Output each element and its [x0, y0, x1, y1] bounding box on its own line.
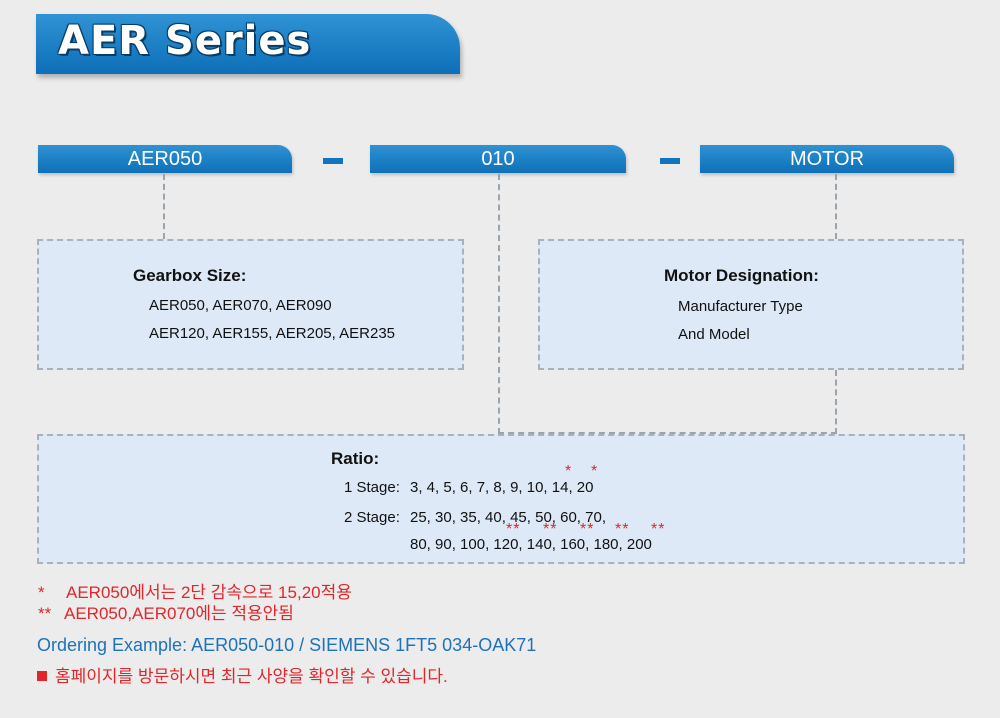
double-star-mark: **: [543, 521, 558, 538]
note-double-star-text: AER050,AER070에는 적용안됨: [64, 604, 294, 623]
gearbox-size-line-1: AER050, AER070, AER090: [149, 297, 332, 314]
motor-designation-box: [538, 239, 964, 370]
ratio-box: [37, 434, 965, 564]
homepage-note-text: 홈페이지를 방문하시면 최근 사양을 확인할 수 있습니다.: [55, 667, 448, 686]
gearbox-size-line-2: AER120, AER155, AER205, AER235: [149, 325, 395, 342]
double-star-mark: **: [506, 521, 521, 538]
size-code-tab: AER050: [38, 145, 292, 173]
code-separator-dash: [660, 158, 680, 164]
gearbox-size-box: [37, 239, 464, 370]
red-square-bullet-icon: [37, 671, 47, 681]
ratio-heading: Ratio:: [331, 449, 380, 468]
note-single-star-text: AER050에서는 2단 감속으로 15,20적용: [66, 583, 352, 602]
note-single-star: * AER050에서는 2단 감속으로 15,20적용: [38, 578, 352, 603]
gearbox-size-heading: Gearbox Size:: [133, 266, 247, 285]
stage2-values-line-2: 80, 90, 100, 120, 140, 160, 180, 200: [410, 536, 652, 553]
motor-designation-line-1: Manufacturer Type: [678, 298, 803, 315]
double-star-mark: **: [580, 521, 595, 538]
motor-designation-line-2: And Model: [678, 326, 750, 343]
motor-connector-line: [835, 174, 837, 239]
code-separator-dash: [323, 158, 343, 164]
size-connector-line: [163, 174, 165, 239]
stage2-values-line-1: 25, 30, 35, 40, 45, 50, 60, 70,: [410, 509, 606, 526]
ratio-connector-line: [498, 174, 500, 434]
double-star-mark: **: [651, 521, 666, 538]
page-title: AER Series: [58, 18, 312, 64]
stage1-values: 3, 4, 5, 6, 7, 8, 9, 10, 14, 20: [410, 479, 594, 496]
note-double-star: ** AER050,AER070에는 적용안됨: [38, 599, 294, 624]
homepage-note: 홈페이지를 방문하시면 최근 사양을 확인할 수 있습니다.: [37, 662, 448, 687]
ordering-example: Ordering Example: AER050-010 / SIEMENS 1…: [37, 635, 537, 655]
note-double-star-marker: **: [38, 604, 52, 623]
stage2-label: 2 Stage:: [344, 509, 400, 526]
note-single-star-marker: *: [38, 583, 45, 602]
single-star-mark: *: [565, 463, 573, 480]
stage1-label: 1 Stage:: [344, 479, 400, 496]
title-banner: [36, 14, 460, 74]
ratio-code-tab: 010: [370, 145, 626, 173]
ratio-horizontal-line: [498, 432, 837, 434]
motor-to-ratio-line: [835, 370, 837, 434]
double-star-mark: **: [615, 521, 630, 538]
motor-code-tab: MOTOR: [700, 145, 954, 173]
motor-designation-heading: Motor Designation:: [664, 266, 819, 285]
single-star-mark: *: [591, 463, 599, 480]
